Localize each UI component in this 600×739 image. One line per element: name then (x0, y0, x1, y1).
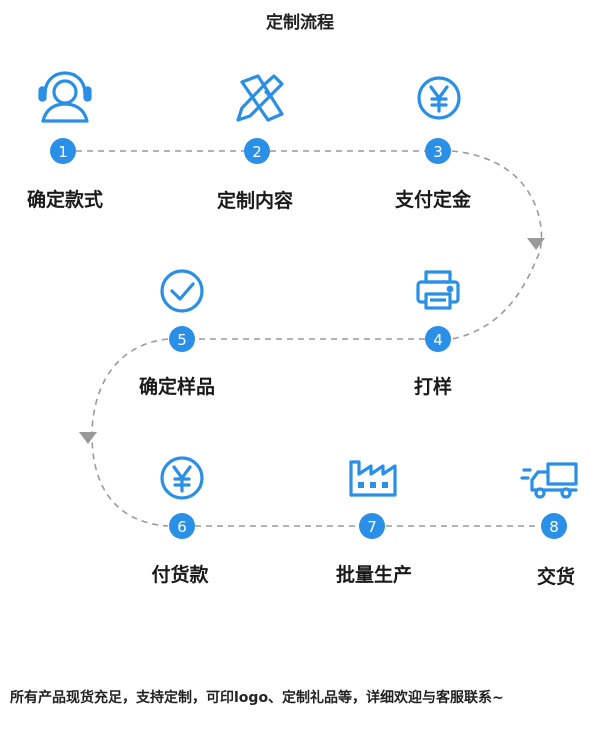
yen-coin-icon (417, 76, 461, 120)
step-number: 8 (549, 518, 559, 536)
connector-5-6 (91, 338, 169, 527)
process-flow-diagram: 1 2 3 4 5 6 7 8 确定款式 定制内容 支付定金 打样 确定样品 付… (27, 71, 578, 588)
step-number: 2 (252, 143, 262, 161)
flow-connectors (76, 150, 543, 527)
headset-icon (38, 71, 92, 123)
step-badge (425, 138, 451, 164)
step-number: 5 (177, 331, 187, 349)
yen-coin-icon (160, 456, 204, 500)
step-label: 付货款 (151, 563, 209, 586)
printer-icon (416, 270, 460, 310)
step-label: 确定样品 (139, 375, 215, 398)
step-label: 确定款式 (27, 188, 103, 211)
step-label: 支付定金 (394, 188, 472, 211)
step-badge (50, 138, 76, 164)
step-number: 1 (58, 143, 68, 161)
step-badges (50, 138, 567, 539)
pencil-ruler-icon (236, 74, 284, 122)
step-number: 4 (433, 331, 443, 349)
step-label: 打样 (414, 375, 452, 398)
step-number: 6 (177, 518, 187, 536)
factory-icon (349, 460, 397, 497)
step-badge (169, 513, 195, 539)
step-number: 7 (367, 518, 377, 536)
step-badge (169, 326, 195, 352)
step-badge (541, 513, 567, 539)
step-badge (359, 513, 385, 539)
step-label: 定制内容 (217, 189, 293, 212)
arrow-down-icon (79, 432, 97, 444)
step-label: 交货 (537, 565, 575, 588)
step-label: 批量生产 (336, 563, 412, 586)
connector-3-4 (451, 150, 543, 340)
footer-note: 所有产品现货充足，支持定制，可印logo、定制礼品等，详细欢迎与客服联系~ (10, 690, 504, 706)
delivery-truck-icon (520, 462, 578, 499)
check-circle-icon (160, 269, 204, 313)
step-labels: 确定款式 定制内容 支付定金 打样 确定样品 付货款 批量生产 交货 (27, 188, 575, 588)
page-title: 定制流程 (266, 13, 334, 33)
arrow-down-icon (527, 238, 545, 250)
step-number: 3 (433, 143, 443, 161)
step-badge (425, 326, 451, 352)
step-badge (244, 138, 270, 164)
step-numbers: 1 2 3 4 5 6 7 8 (58, 143, 559, 536)
